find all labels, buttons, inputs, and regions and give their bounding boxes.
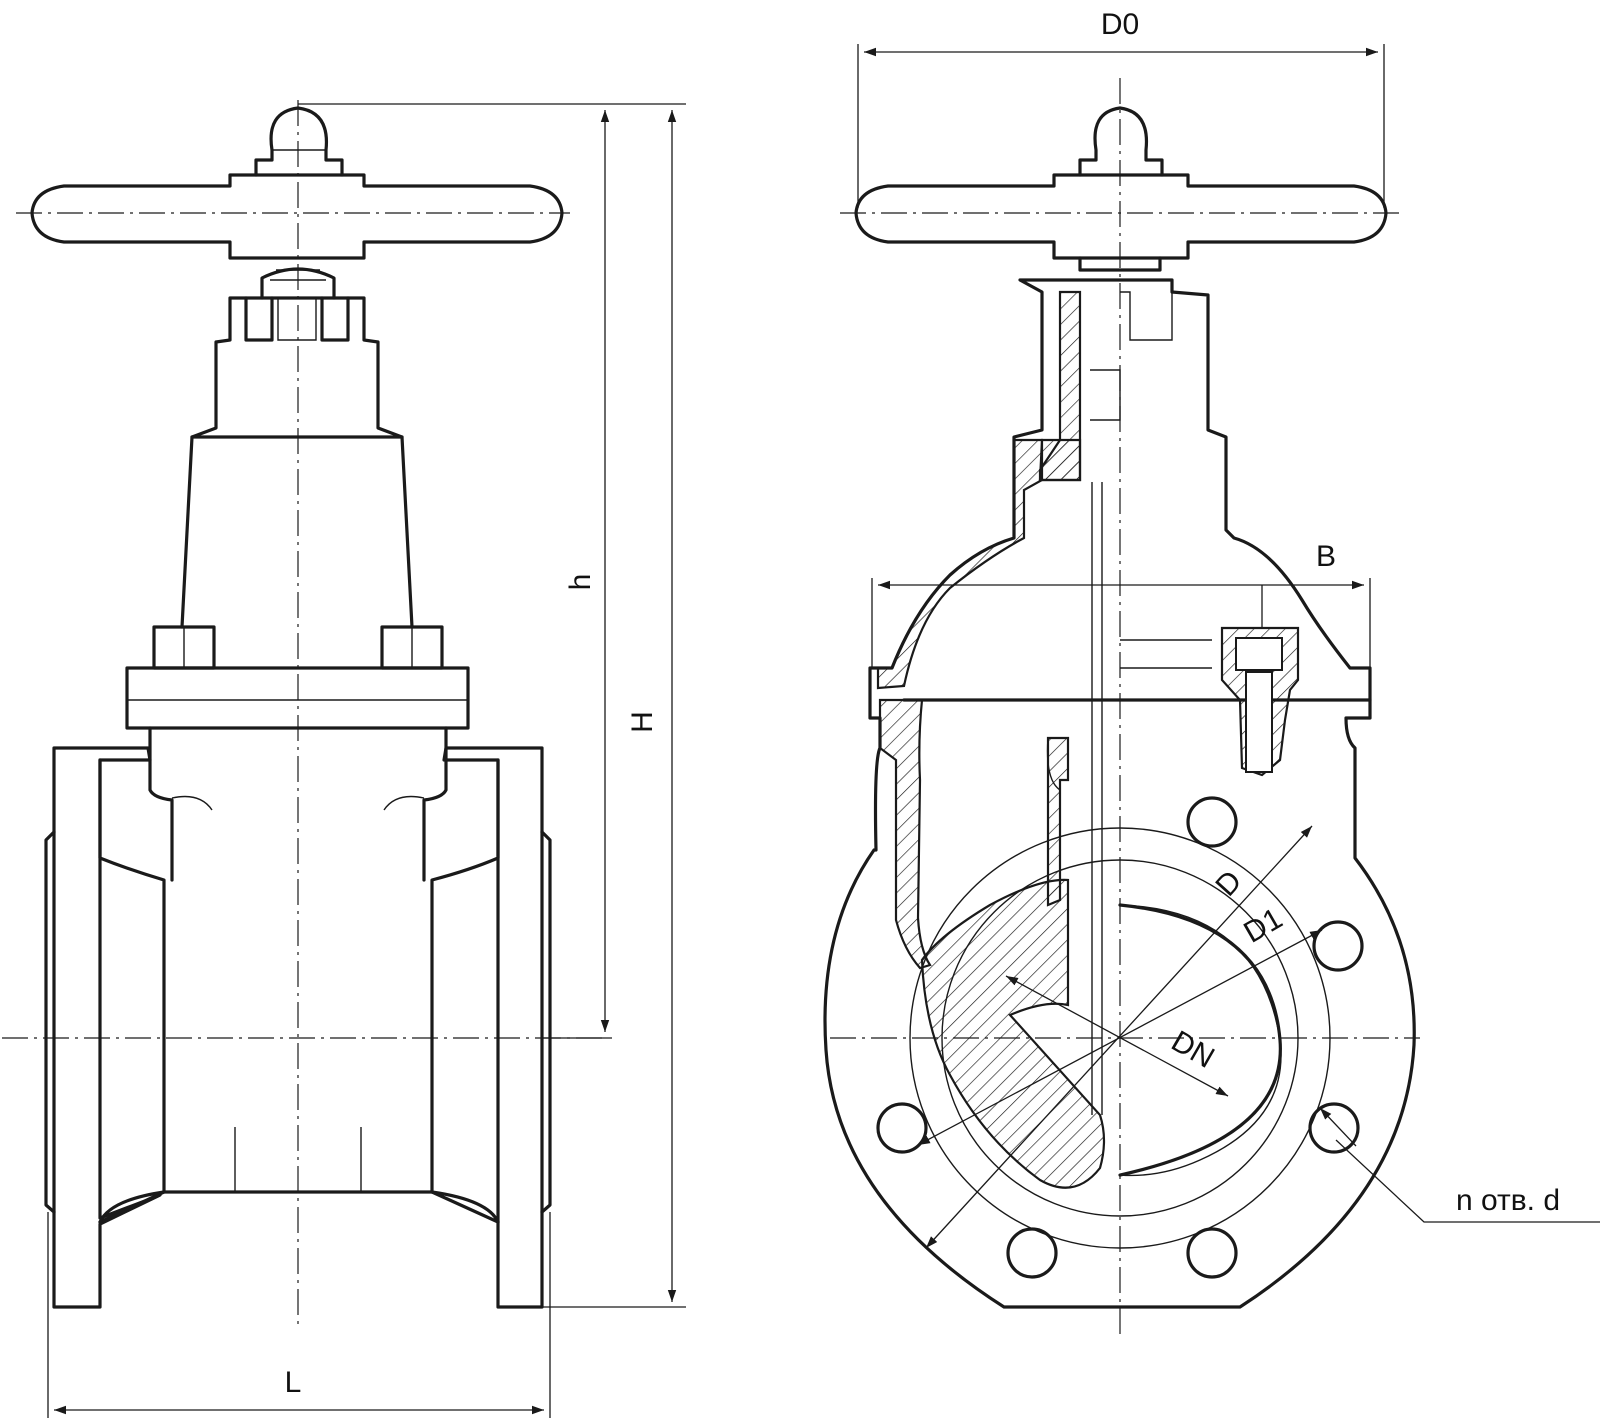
label-D0: D0 xyxy=(1101,8,1139,41)
hole-callout: n отв. d xyxy=(1319,1107,1600,1223)
bolt-hole xyxy=(1186,796,1238,848)
right-flange xyxy=(442,746,544,1309)
bolt-hole xyxy=(1006,1227,1058,1279)
label-L: L xyxy=(285,1366,302,1399)
bolt-hole xyxy=(1308,1102,1360,1154)
dimension-D0: D0 xyxy=(857,8,1385,208)
bonnet xyxy=(180,435,414,629)
left-flange xyxy=(52,746,162,1309)
label-B: B xyxy=(1316,540,1336,573)
side-handwheel xyxy=(854,173,1388,260)
section-wedge xyxy=(920,878,1106,1189)
section-body-wall xyxy=(878,698,932,970)
bolt-hole xyxy=(1312,920,1364,972)
dimension-H: H xyxy=(542,110,686,1308)
label-h: h xyxy=(564,574,597,591)
dimension-L: L xyxy=(47,1212,551,1418)
label-holes: n отв. d xyxy=(1456,1184,1560,1217)
label-D: D xyxy=(1209,865,1248,903)
dimension-B: B xyxy=(871,540,1371,668)
bolt-hole xyxy=(1186,1227,1238,1279)
label-D1: D1 xyxy=(1238,902,1288,950)
handwheel xyxy=(30,173,564,260)
front-view xyxy=(30,106,564,1309)
valve-body xyxy=(98,758,500,1224)
label-H: H xyxy=(626,711,659,733)
dimension-h: h xyxy=(298,103,686,1039)
